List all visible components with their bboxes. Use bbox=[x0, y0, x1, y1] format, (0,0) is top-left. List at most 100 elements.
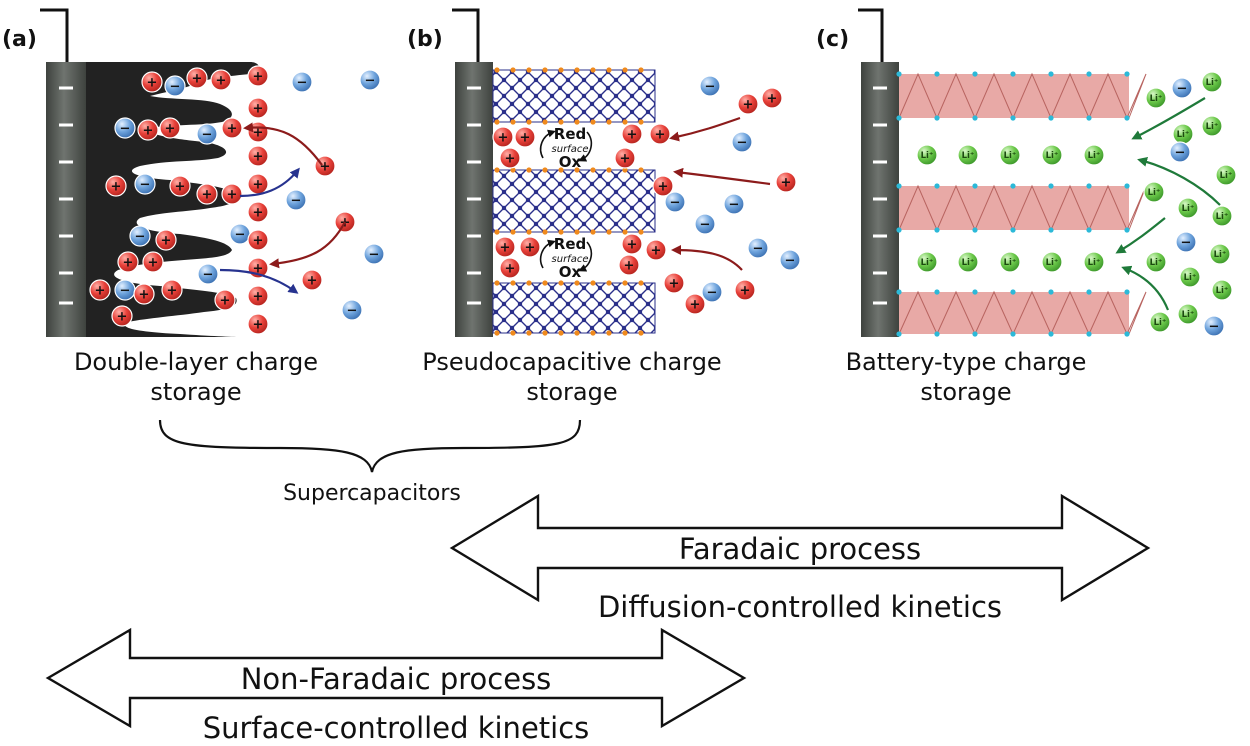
electrode-minus-sign bbox=[59, 86, 73, 90]
lithium-ion: Li⁺ bbox=[1145, 251, 1167, 273]
anion: − bbox=[1171, 77, 1193, 99]
svg-text:Li⁺: Li⁺ bbox=[1150, 94, 1163, 104]
electrode-minus-sign bbox=[873, 234, 887, 238]
cation: + bbox=[247, 121, 269, 143]
lattice-node bbox=[1048, 115, 1054, 121]
svg-text:−: − bbox=[170, 80, 181, 95]
non-faradaic-arrow: Non-Faradaic process Surface-controlled … bbox=[45, 627, 747, 745]
lattice-node bbox=[934, 183, 940, 189]
svg-text:+: + bbox=[95, 284, 106, 299]
anion: − bbox=[1203, 315, 1225, 337]
anion: − bbox=[129, 225, 151, 247]
lattice-node bbox=[590, 167, 596, 173]
panel-label-a: (a) bbox=[2, 27, 37, 52]
supercapacitors-brace: Supercapacitors bbox=[158, 419, 582, 506]
cation: + bbox=[137, 119, 159, 141]
lattice-node bbox=[934, 115, 940, 121]
host-layer-polyhedron bbox=[898, 184, 938, 231]
svg-text:+: + bbox=[253, 290, 264, 305]
lattice-node bbox=[542, 280, 548, 286]
lattice-node bbox=[494, 280, 500, 286]
host-layer-polyhedron bbox=[974, 290, 1014, 335]
cation: + bbox=[514, 126, 536, 148]
lithium-ion: Li⁺ bbox=[1211, 279, 1233, 301]
lattice-node bbox=[622, 330, 628, 336]
non-faradaic-double-arrow bbox=[45, 627, 747, 729]
lattice-node bbox=[934, 71, 940, 77]
panel-label-c: (c) bbox=[816, 27, 849, 52]
cation: + bbox=[499, 147, 521, 169]
lattice-node bbox=[1124, 71, 1130, 77]
lithium-ion: Li⁺ bbox=[916, 144, 938, 166]
lattice-node bbox=[1048, 331, 1054, 337]
lattice-node bbox=[526, 67, 532, 73]
svg-text:−: − bbox=[140, 178, 151, 193]
lattice-node bbox=[1124, 331, 1130, 337]
faradaic-arrow: Faradaic process Diffusion-controlled ki… bbox=[449, 493, 1151, 624]
lithium-ion: Li⁺ bbox=[916, 251, 938, 273]
svg-text:+: + bbox=[253, 206, 264, 221]
lattice-node bbox=[934, 227, 940, 233]
lattice-node bbox=[510, 167, 516, 173]
cation: + bbox=[734, 279, 756, 301]
electrode-minus-sign bbox=[873, 160, 887, 164]
svg-text:+: + bbox=[253, 102, 264, 117]
lattice-node bbox=[558, 119, 564, 125]
svg-text:−: − bbox=[365, 74, 376, 89]
host-layer-polyhedron bbox=[936, 72, 976, 119]
anion: − bbox=[1175, 231, 1197, 253]
svg-text:Li⁺: Li⁺ bbox=[1214, 250, 1227, 260]
lattice-node bbox=[1010, 289, 1016, 295]
svg-text:+: + bbox=[624, 259, 635, 274]
anion: − bbox=[196, 123, 218, 145]
host-layer-polyhedron bbox=[974, 184, 1014, 231]
cation: + bbox=[161, 279, 183, 301]
lattice-node bbox=[510, 229, 516, 235]
cation: + bbox=[614, 147, 636, 169]
anion: − bbox=[197, 263, 219, 285]
svg-text:+: + bbox=[651, 244, 662, 259]
cation: + bbox=[684, 293, 706, 315]
svg-text:Li⁺: Li⁺ bbox=[1004, 258, 1017, 268]
lattice-node bbox=[494, 67, 500, 73]
electrode-minus-sign bbox=[873, 123, 887, 127]
svg-text:−: − bbox=[347, 304, 358, 319]
brace-curve bbox=[158, 419, 582, 473]
svg-text:+: + bbox=[500, 241, 511, 256]
ions-a: +−+++−−−++−++++−++++++−+−+++−++−+−++−+++… bbox=[89, 65, 385, 335]
lattice-node bbox=[638, 167, 644, 173]
svg-text:−: − bbox=[700, 218, 711, 233]
svg-text:+: + bbox=[307, 274, 318, 289]
svg-text:−: − bbox=[785, 254, 796, 269]
lithium-ion: Li⁺ bbox=[1041, 251, 1063, 273]
electrode-minus-sign bbox=[467, 160, 481, 164]
svg-text:−: − bbox=[1177, 82, 1188, 97]
svg-text:+: + bbox=[161, 234, 172, 249]
lattice-node bbox=[896, 115, 902, 121]
lattice-node bbox=[558, 167, 564, 173]
lattice-edge-nodes bbox=[494, 67, 644, 336]
redox-red-1: Red bbox=[554, 125, 586, 143]
electrode-minus-sign bbox=[467, 271, 481, 275]
electrode-minus-sign bbox=[59, 234, 73, 238]
cation: + bbox=[159, 117, 181, 139]
anion: − bbox=[341, 299, 363, 321]
lattice-node bbox=[1048, 227, 1054, 233]
lithium-ion: Li⁺ bbox=[999, 144, 1021, 166]
lithium-ion: Li⁺ bbox=[1145, 87, 1167, 109]
svg-text:Li⁺: Li⁺ bbox=[1177, 130, 1190, 140]
lattice-node bbox=[638, 280, 644, 286]
lattice-node bbox=[606, 119, 612, 125]
lattice-node bbox=[1010, 115, 1016, 121]
lattice-node bbox=[1124, 289, 1130, 295]
svg-text:−: − bbox=[737, 136, 748, 151]
svg-text:+: + bbox=[767, 92, 778, 107]
cation: + bbox=[196, 183, 218, 205]
anion: − bbox=[291, 71, 313, 93]
svg-text:+: + bbox=[220, 294, 231, 309]
lattice-node bbox=[558, 229, 564, 235]
lattice-node bbox=[972, 115, 978, 121]
host-layer-polyhedron bbox=[936, 290, 976, 335]
wire-c bbox=[858, 8, 884, 62]
